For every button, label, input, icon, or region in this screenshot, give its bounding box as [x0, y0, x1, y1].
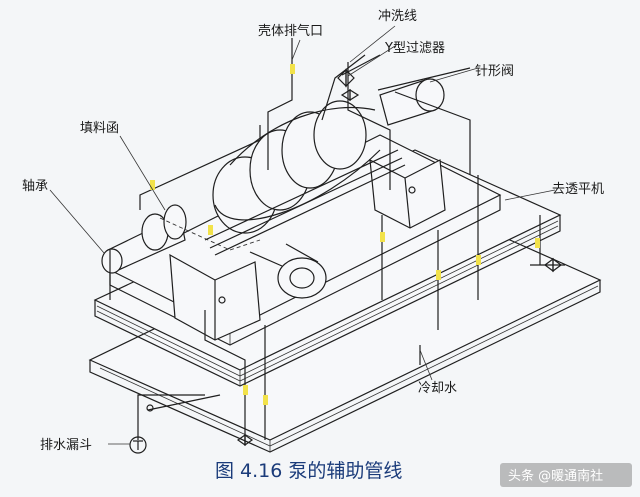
y-strainer-symbol: [337, 68, 355, 88]
watermark-text: 头条 @暖通南社: [508, 468, 603, 484]
suction-nozzle: [277, 257, 327, 299]
valves: [236, 68, 562, 447]
leader-lines: [49, 25, 556, 445]
label-needle-valve: 针形阀: [475, 64, 514, 79]
label-bearing: 轴承: [22, 179, 48, 194]
bearing-housing-right: [415, 78, 445, 112]
needle-valve-symbol: [340, 88, 360, 102]
cooling-valve-right: [544, 257, 562, 273]
figure-caption: 图 4.16 泵的辅助管线: [215, 460, 402, 482]
bearing-housing-left: [101, 248, 123, 274]
label-y-strainer: Y型过滤器: [384, 41, 445, 56]
pedestals: [169, 158, 446, 341]
label-casing-vent: 壳体排气口: [258, 23, 323, 39]
label-to-flat-machine: 去透平机: [552, 182, 604, 197]
label-cooling-water: 冷却水: [418, 381, 457, 396]
watermark: 头条 @暖通南社: [500, 463, 632, 487]
label-drain-funnel: 排水漏斗: [40, 437, 92, 453]
drain-funnel-symbol: [129, 436, 147, 454]
drain-valve: [236, 433, 254, 447]
flow-markers: [150, 64, 540, 405]
label-stuffing-box: 填料函: [80, 121, 119, 136]
label-flush-line: 冲洗线: [378, 9, 417, 24]
